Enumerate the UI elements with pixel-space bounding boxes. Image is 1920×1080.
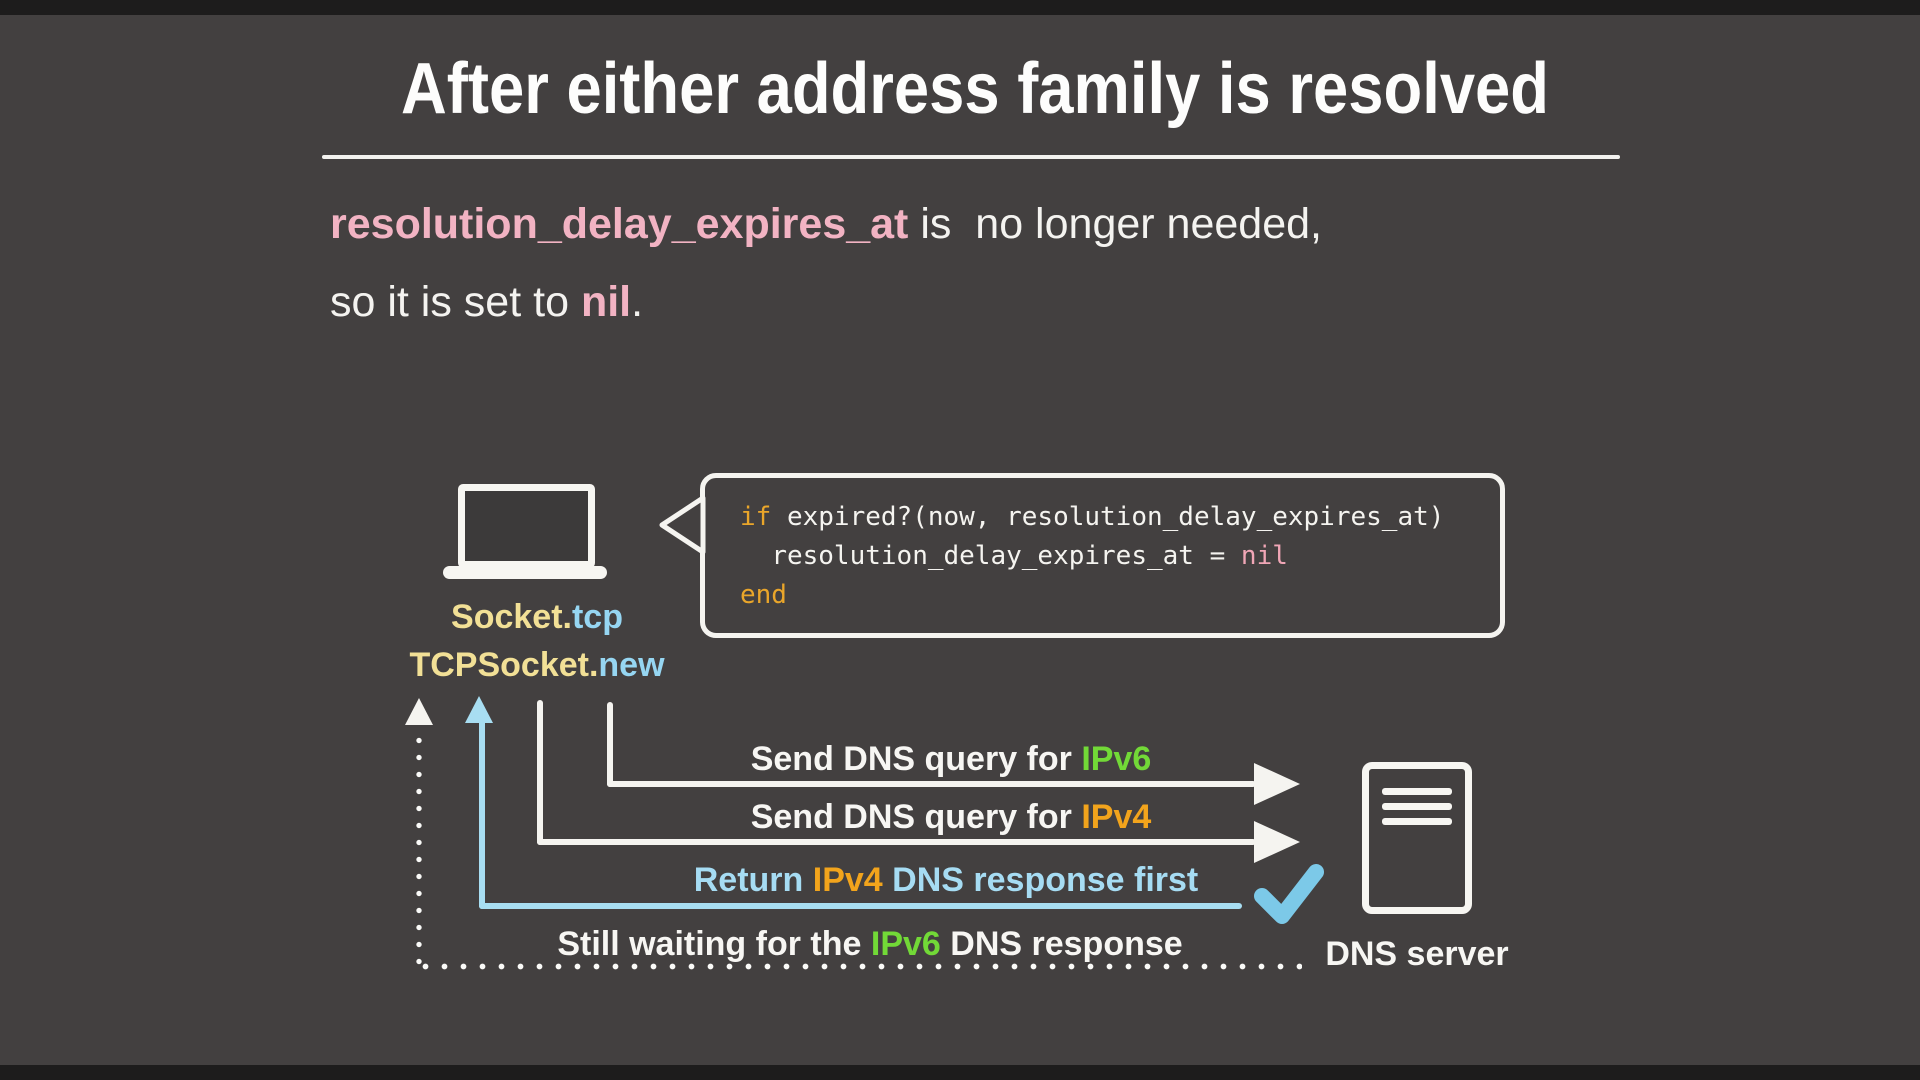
socket-method-text: tcp [571, 598, 623, 636]
variable-name-highlight: resolution_delay_expires_at [330, 200, 909, 248]
return-prefix-text: Return [693, 861, 813, 899]
tcpsocket-dot-text: . [588, 646, 599, 684]
code-nil-literal: nil [1240, 541, 1288, 571]
letterbox-top [0, 0, 1920, 15]
client-label-tcpsocket-new: TCPSocket.new [409, 646, 664, 685]
code-line1-body: expired?(now, resolution_delay_expires_a… [771, 502, 1445, 532]
intro-text-line2: so it is set to nil. [330, 278, 643, 327]
blue-up-arrowhead-icon [465, 696, 493, 723]
waiting-prefix-text: Still waiting for the [557, 925, 871, 963]
intro-line2-prefix: so it is set to [330, 278, 581, 326]
label-return-ipv4-response: Return IPv4 DNS response first [694, 861, 1198, 900]
code-snippet: if expired?(now, resolution_delay_expire… [740, 498, 1444, 615]
waiting-ipv6-highlight: IPv6 [870, 925, 941, 963]
dotted-horizontal-line [416, 963, 1302, 970]
ipv4-query-horizontal-line [537, 839, 1256, 845]
blue-response-horizontal-line [479, 903, 1242, 909]
speech-bubble-tail [659, 495, 706, 555]
server-slot-line [1382, 788, 1452, 795]
code-speech-bubble [700, 473, 1505, 638]
ipv6-query-text: Send DNS query for [750, 740, 1082, 778]
label-send-dns-query-ipv6: Send DNS query for IPv6 [751, 740, 1152, 779]
ipv6-query-vertical-line [607, 702, 613, 787]
laptop-base [443, 566, 607, 579]
blue-response-vertical-line [479, 720, 485, 909]
server-slot-line [1382, 803, 1452, 810]
intro-text-line1: resolution_delay_expires_at is no longer… [330, 200, 1322, 249]
ipv4-query-vertical-line [537, 700, 543, 845]
code-end-keyword: end [740, 580, 787, 610]
tcpsocket-method-text: new [598, 646, 665, 684]
server-label: DNS server [1325, 935, 1509, 973]
socket-dot-text: . [562, 598, 572, 636]
tcpsocket-class-text: TCPSocket [409, 646, 589, 684]
waiting-suffix-text: DNS response [940, 925, 1183, 963]
return-ipv4-highlight: IPv4 [812, 861, 883, 899]
server-slot-line [1382, 818, 1452, 825]
page-title: After either address family is resolved [400, 49, 1550, 129]
letterbox-bottom [0, 1065, 1920, 1080]
checkmark-icon [1254, 864, 1324, 924]
client-label-socket-tcp: Socket.tcp [451, 598, 623, 637]
ipv4-query-text: Send DNS query for [750, 798, 1082, 836]
dotted-up-arrowhead-icon [405, 698, 433, 725]
return-suffix-text: DNS response first [882, 861, 1199, 899]
intro-line1-rest: is no longer needed, [908, 200, 1322, 248]
code-line2-indent [740, 541, 771, 571]
ipv4-query-arrowhead-icon [1254, 821, 1300, 863]
ipv6-query-arrowhead-icon [1254, 763, 1300, 805]
server-icon [1362, 762, 1472, 914]
dotted-vertical-line [416, 732, 422, 965]
laptop-icon [458, 484, 595, 568]
title-underline [322, 155, 1620, 159]
ipv6-highlight: IPv6 [1081, 740, 1152, 778]
ipv4-highlight: IPv4 [1081, 798, 1152, 836]
label-still-waiting-ipv6: Still waiting for the IPv6 DNS response [557, 925, 1182, 964]
socket-class-text: Socket [451, 598, 563, 636]
ipv6-query-horizontal-line [607, 781, 1256, 787]
code-if-keyword: if [740, 502, 772, 532]
code-line2-body: resolution_delay_expires_at = [771, 541, 1241, 571]
label-send-dns-query-ipv4: Send DNS query for IPv4 [751, 798, 1152, 837]
intro-period: . [631, 278, 644, 326]
nil-highlight: nil [580, 278, 632, 326]
